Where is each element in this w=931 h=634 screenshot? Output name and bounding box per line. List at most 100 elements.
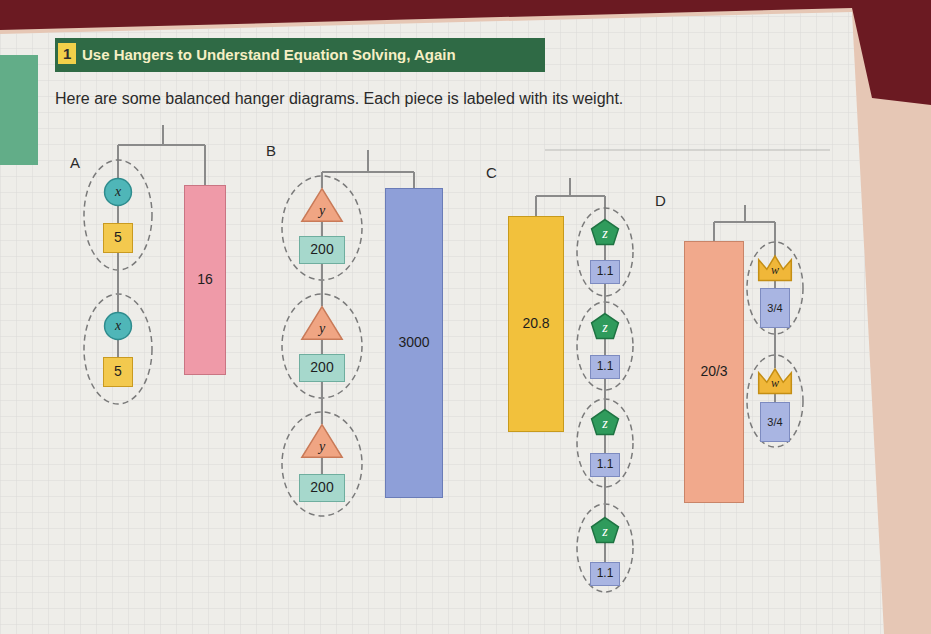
title: Use Hangers to Understand Equation Solvi…: [82, 46, 456, 63]
weight-label: 1.1: [597, 567, 614, 580]
hook: [162, 125, 164, 145]
string: [713, 222, 715, 241]
weight-block: 20/3: [684, 241, 744, 503]
circle-weight: x: [104, 178, 132, 206]
group-oval: [577, 399, 633, 487]
crown-fill: [759, 369, 792, 393]
weight-block: 16: [184, 185, 226, 375]
hanger-string: [321, 222, 323, 236]
string: [204, 145, 206, 185]
weight-label: 3/4: [767, 302, 782, 314]
weight-label: z: [602, 416, 607, 431]
string: [321, 172, 323, 188]
hanger-string: [604, 543, 606, 562]
hook: [367, 150, 369, 172]
pentagon-fill: [592, 220, 619, 245]
diagram-letter: C: [486, 164, 497, 181]
pentagon-fill: [592, 518, 619, 543]
weight-block: 200: [299, 354, 345, 382]
group-oval: [577, 504, 633, 592]
group-oval: [577, 208, 633, 296]
weight-label: 16: [197, 272, 213, 287]
weight-label: 200: [310, 360, 333, 375]
weight-label: 1.1: [597, 458, 614, 471]
hook: [744, 205, 746, 222]
weight-block: 5: [103, 357, 133, 387]
group-ovals: [84, 160, 803, 592]
weight-label: z: [602, 320, 607, 335]
circle-fill: [105, 313, 132, 340]
group-oval: [282, 412, 362, 516]
diagram-letter: B: [266, 142, 276, 159]
weight-label: x: [115, 184, 121, 199]
hook: [569, 178, 571, 196]
triangle-weight: y: [301, 188, 343, 222]
page: [0, 12, 884, 634]
pentagon-fill: [592, 410, 619, 435]
string: [535, 196, 537, 216]
weight-label: 1.1: [597, 265, 614, 278]
weight-label: 200: [310, 242, 333, 257]
weight-label: y: [319, 439, 325, 454]
group-oval: [577, 302, 633, 390]
triangle-weight: y: [301, 306, 343, 340]
weight-block: 1.1: [590, 453, 620, 477]
grid: [0, 12, 884, 634]
hanger-string: [604, 339, 606, 355]
page-tab: [0, 55, 38, 165]
crown-fill: [759, 256, 792, 280]
hanger-string: [321, 340, 323, 354]
hanger-string: [604, 435, 606, 453]
hanger-string: [774, 328, 776, 368]
weight-label: y: [319, 203, 325, 218]
triangle-fill: [302, 307, 342, 340]
weight-label: z: [602, 524, 607, 539]
hanger-bar: [536, 195, 605, 197]
hanger-string: [774, 394, 776, 402]
weight-label: 5: [114, 230, 122, 245]
pentagon-weight: z: [591, 409, 619, 435]
hanger-bar: [118, 144, 205, 146]
pentagon-fill: [592, 314, 619, 339]
weight-label: 20/3: [700, 364, 727, 379]
string: [774, 222, 776, 257]
weight-block: 5: [103, 223, 133, 253]
hanger-string: [774, 281, 776, 288]
hanger-string: [321, 264, 323, 306]
hanger-string: [604, 245, 606, 260]
weight-block: 3000: [385, 188, 443, 498]
weight-label: x: [115, 318, 121, 333]
triangle-fill: [302, 425, 342, 458]
weight-label: 3/4: [767, 416, 782, 428]
hanger-string: [117, 340, 119, 357]
weight-block: 3/4: [760, 288, 790, 328]
crown-weight: w: [758, 368, 792, 394]
weight-label: 20.8: [522, 316, 549, 331]
weight-label: 1.1: [597, 360, 614, 373]
weight-label: w: [771, 377, 779, 390]
rule: [545, 150, 830, 151]
hanger-bar: [322, 171, 414, 173]
weight-label: 200: [310, 480, 333, 495]
weight-label: 3000: [398, 335, 429, 350]
lesson-number: 1: [58, 43, 76, 64]
crown-weight: w: [758, 255, 792, 281]
hanger-string: [604, 379, 606, 409]
diagram-letter: A: [70, 154, 80, 171]
triangle-weight: y: [301, 424, 343, 458]
hanger-bar: [714, 221, 775, 223]
weight-block: 20.8: [508, 216, 564, 432]
string: [413, 172, 415, 188]
group-oval: [747, 355, 803, 447]
weight-block: 3/4: [760, 402, 790, 442]
weight-block: 200: [299, 236, 345, 264]
weight-block: 1.1: [590, 260, 620, 284]
diagram-letter: D: [655, 192, 666, 209]
hanger-string: [321, 458, 323, 474]
hanger-string: [604, 284, 606, 313]
hanger-string: [604, 477, 606, 517]
pentagon-weight: z: [591, 517, 619, 543]
weight-block: 200: [299, 474, 345, 502]
string: [117, 145, 119, 178]
